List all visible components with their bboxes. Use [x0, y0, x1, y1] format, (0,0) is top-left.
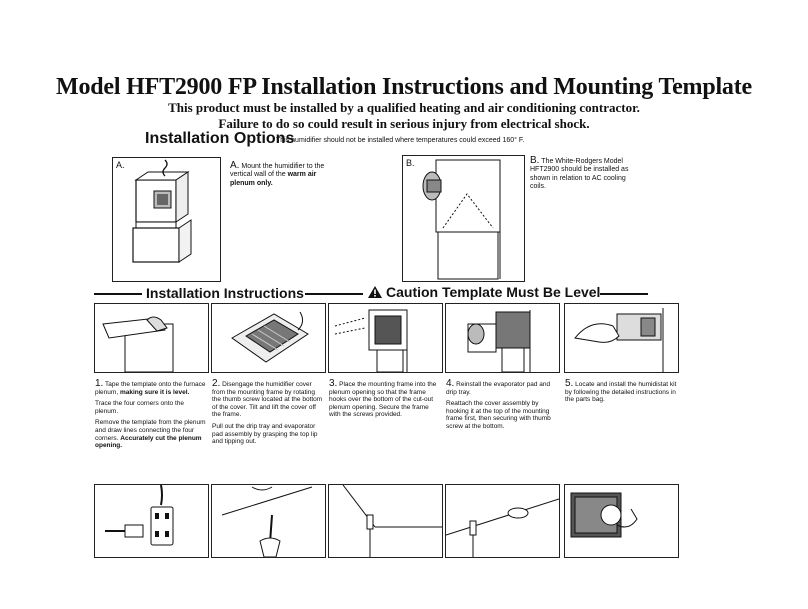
- step-2-number: 2.: [212, 378, 221, 389]
- mounting-frame-drawing: [334, 309, 408, 372]
- mounting-bracket-drawing: [446, 498, 559, 557]
- step-5-illustration: [564, 303, 679, 373]
- option-b-text: The White-Rodgers Model HFT2900 should b…: [530, 158, 629, 190]
- step-2-p1: Disengage the humidifier cover from the …: [212, 381, 323, 419]
- outlet-illustration: [94, 484, 209, 558]
- caution-heading: Caution Template Must Be Level: [368, 284, 600, 300]
- step-1-text: 1. Tape the template onto the furnace pl…: [95, 378, 208, 454]
- heading-rule-middle: [305, 293, 363, 295]
- humidistat-dial-drawing: [570, 492, 638, 538]
- heading-rule-right: [600, 293, 648, 295]
- step-2-illustration: [211, 303, 326, 373]
- electrical-shock-warning: Failure to do so could result in serious…: [218, 116, 590, 131]
- step-4-illustration: [445, 303, 560, 373]
- installation-options-heading: Installation Options: [145, 130, 295, 147]
- step-1-p1: Tape the template onto the furnace plenu…: [95, 381, 206, 396]
- panel-corner-drawing: [342, 485, 442, 557]
- wall-mounted-humidifier-drawing: [132, 159, 192, 263]
- screwdriver-drawing: [221, 486, 313, 557]
- temperature-note: This humidifier should not be installed …: [276, 137, 525, 144]
- corner-illustration: [328, 484, 443, 558]
- step-1-p1-bold: making sure it is level.: [119, 388, 190, 396]
- power-outlet-drawing: [105, 485, 174, 546]
- option-a-description: A. Mount the humidifier to the vertical …: [230, 160, 335, 188]
- document-title: Model HFT2900 FP Installation Instructio…: [56, 74, 752, 100]
- step-1-p2: Trace the four corners onto the plenum.: [95, 400, 185, 415]
- step-1-p3-bold: Accurately cut the plenum opening.: [95, 434, 202, 450]
- reinstall-pad-drawing: [467, 310, 531, 372]
- option-a-text: Mount the humidifier to the vertical wal…: [230, 163, 325, 179]
- qualified-installer-warning: This product must be installed by a qual…: [168, 100, 640, 115]
- step-1-p3: Remove the template from the plenum and …: [95, 419, 206, 442]
- installation-instructions-heading: Installation Instructions: [146, 285, 304, 301]
- step-2-p2: Pull out the drip tray and evaporator pa…: [212, 422, 318, 446]
- step-4-text: 4. Reinstall the evaporator pad and drip…: [446, 378, 559, 435]
- ac-coil-relation-drawing: [422, 159, 501, 280]
- step-5-text: 5. Locate and install the humidistat kit…: [565, 378, 678, 408]
- humidistat-install-drawing: [574, 308, 664, 372]
- warning-triangle-icon: [368, 286, 382, 298]
- wiring-illustration: [211, 484, 326, 558]
- step-3-number: 3.: [329, 378, 338, 389]
- option-b-illustration: B.: [402, 155, 525, 282]
- option-a-illustration: A.: [112, 157, 221, 282]
- tape-template-drawing: [102, 316, 174, 372]
- option-a-letter: A.: [230, 160, 240, 171]
- option-b-panel-label: B.: [406, 158, 415, 168]
- step-2-text: 2. Disengage the humidifier cover from t…: [212, 378, 325, 450]
- step-4-p1: Reinstall the evaporator pad and drip tr…: [446, 381, 551, 396]
- step-5-number: 5.: [565, 378, 574, 389]
- step-5-p1: Locate and install the humidistat kit by…: [565, 381, 677, 404]
- caution-text: Caution Template Must Be Level: [386, 284, 601, 300]
- option-b-description: B. The White-Rodgers Model HFT2900 shoul…: [530, 155, 632, 191]
- step-1-illustration: [94, 303, 209, 373]
- step-3-p1: Place the mounting frame into the plenum…: [329, 381, 437, 419]
- heading-rule-left: [94, 293, 142, 295]
- humidistat-illustration: [564, 484, 679, 558]
- option-a-bold-text: warm air plenum only.: [230, 171, 317, 187]
- option-b-letter: B.: [530, 155, 540, 166]
- bracket-illustration: [445, 484, 560, 558]
- step-1-number: 1.: [95, 378, 104, 389]
- step-4-number: 4.: [446, 378, 455, 389]
- step-4-p2: Reattach the cover assembly by hooking i…: [446, 400, 551, 430]
- step-3-text: 3. Place the mounting frame into the ple…: [329, 378, 442, 423]
- remove-cover-drawing: [231, 311, 309, 363]
- step-3-illustration: [328, 303, 443, 373]
- option-a-panel-label: A.: [116, 160, 125, 170]
